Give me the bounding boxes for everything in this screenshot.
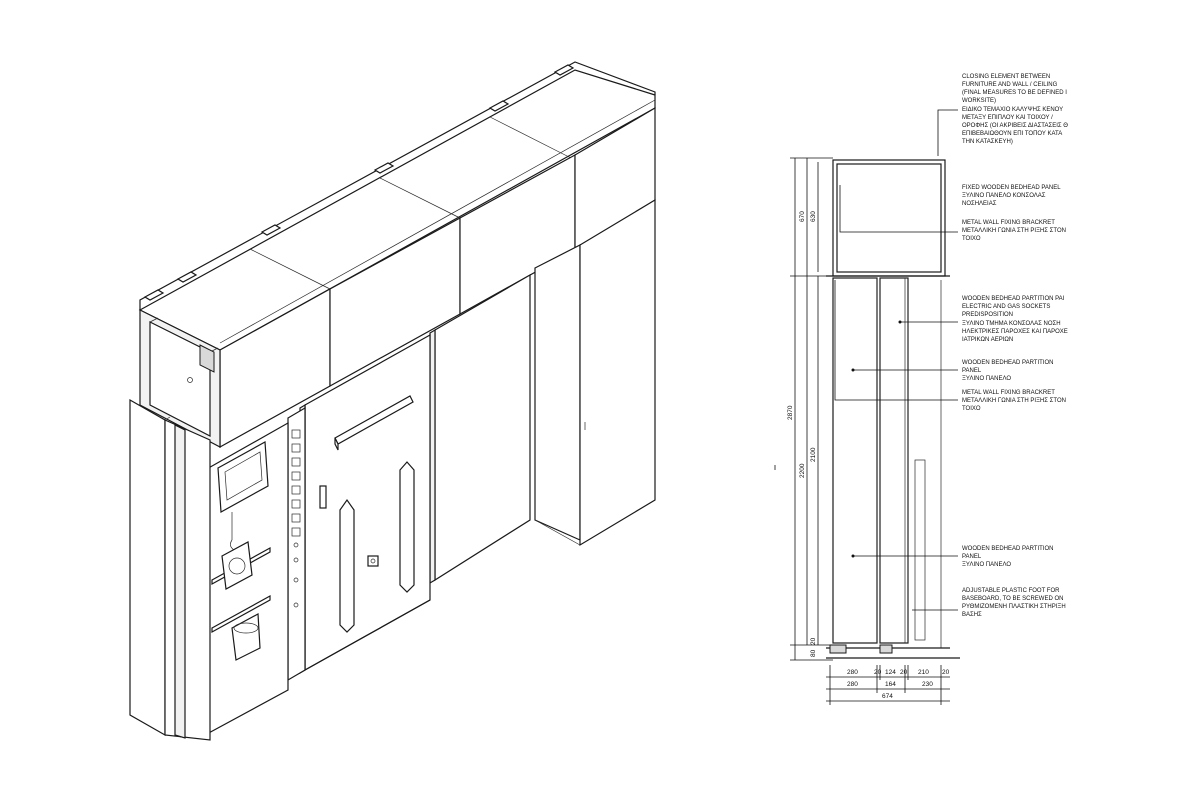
dim-h1-3: 20 (900, 669, 908, 676)
top-brackets (143, 64, 575, 301)
svg-text:PREDISPOSITION: PREDISPOSITION (962, 312, 1013, 318)
dim-base-a: 80 (810, 649, 817, 657)
svg-text:WORKSITE): WORKSITE) (962, 98, 996, 104)
svg-text:PANEL: PANEL (962, 368, 982, 374)
svg-text:FIXED WOODEN BEDHEAD PANEL: FIXED WOODEN BEDHEAD PANEL (962, 185, 1061, 191)
svg-text:WOODEN BEDHEAD PARTITION: WOODEN BEDHEAD PARTITION (962, 546, 1053, 552)
svg-text:ΞΥΛΙΝΟ ΠΑΝΕΛΟ: ΞΥΛΙΝΟ ΠΑΝΕΛΟ (962, 376, 1011, 382)
dim-h1-5: 20 (942, 669, 950, 676)
section-view: 2870 2200 2100 670 630 80 20 280 20 124 … (774, 74, 1068, 705)
svg-text:ΞΥΛΙΝΟ ΠΑΝΕΛΟ: ΞΥΛΙΝΟ ΠΑΝΕΛΟ (962, 562, 1011, 568)
svg-text:ΝΟΣΗΛΕΙΑΣ: ΝΟΣΗΛΕΙΑΣ (962, 201, 997, 207)
annotation-wall-bracket-1: METAL WALL FIXING BRACKRET ΜΕΤΑΛΛΙΚΗ ΓΩΝ… (962, 220, 1066, 242)
svg-text:ΤΟΙΧΟ: ΤΟΙΧΟ (962, 236, 981, 242)
section-panel-left (832, 277, 878, 644)
annotation-wall-bracket-2: METAL WALL FIXING BRACKRET ΜΕΤΑΛΛΙΚΗ ΓΩΝ… (962, 390, 1066, 412)
svg-text:WOODEN BEDHEAD PARTITION: WOODEN BEDHEAD PARTITION (962, 360, 1053, 366)
svg-text:ELECTRIC AND GAS SOCKETS: ELECTRIC AND GAS SOCKETS (962, 304, 1050, 310)
left-column-front (129, 398, 166, 737)
horizontal-dimension-lines (826, 665, 950, 705)
dim-h3-0: 674 (882, 693, 893, 700)
annotation-fixed-bedhead-panel: FIXED WOODEN BEDHEAD PANEL ΞΥΛΙΝΟ ΠΑΝΕΛΟ… (962, 185, 1061, 207)
svg-text:ΗΛΕΚΤΡΙΚΕΣ ΠΑΡΟΧΕΣ ΚΑΙ ΠΑΡΟΧΕ: ΗΛΕΚΤΡΙΚΕΣ ΠΑΡΟΧΕΣ ΚΑΙ ΠΑΡΟΧΕ (962, 329, 1068, 335)
open-end-box-inner (149, 321, 211, 437)
svg-text:METAL WALL FIXING BRACKRET: METAL WALL FIXING BRACKRET (962, 220, 1055, 226)
dim-h2-0: 280 (847, 681, 858, 688)
dim-h1-1: 20 (874, 669, 882, 676)
svg-text:CLOSING ELEMENT BETWEEN: CLOSING ELEMENT BETWEEN (962, 74, 1050, 80)
vertical-dimension-lines (774, 157, 833, 661)
svg-text:ΜΕΤΑΛΛΙΚΗ ΓΩΝΙΑ ΣΤΗ ΡΙΞΗΣ ΣΤΟΝ: ΜΕΤΑΛΛΙΚΗ ΓΩΝΙΑ ΣΤΗ ΡΙΞΗΣ ΣΤΟΝ (962, 228, 1066, 234)
svg-text:(FINAL MEASURES TO BE DEFINED: (FINAL MEASURES TO BE DEFINED I (962, 90, 1067, 96)
dim-upper-inner: 630 (810, 211, 817, 222)
dim-h1-2: 124 (885, 669, 896, 676)
annotation-partition-sockets: WOODEN BEDHEAD PARTITION PAI ELECTRIC AN… (962, 296, 1068, 343)
svg-text:ΞΥΛΙΝΟ ΠΑΝΕΛΟ ΚΟΝΣΟΛΑΣ: ΞΥΛΙΝΟ ΠΑΝΕΛΟ ΚΟΝΣΟΛΑΣ (962, 193, 1046, 199)
annotation-closing-element: CLOSING ELEMENT BETWEEN FURNITURE AND WA… (962, 74, 1068, 145)
section-panel-right (879, 277, 909, 644)
dim-h1-4: 210 (918, 669, 929, 676)
left-column-side (164, 419, 211, 741)
middle-panel-side (429, 328, 436, 585)
dim-h2-2: 230 (922, 681, 933, 688)
socket-column-outlets (291, 429, 301, 608)
dim-h2-1: 164 (885, 681, 896, 688)
svg-text:ΞΥΛΙΝΟ ΤΜΗΜΑ ΚΟΝΣΟΛΑΣ ΝΟΣΗ: ΞΥΛΙΝΟ ΤΜΗΜΑ ΚΟΝΣΟΛΑΣ ΝΟΣΗ (962, 321, 1061, 327)
dim-upper-outer: 670 (799, 211, 806, 222)
svg-text:ΜΕΤΑΞΥ ΕΠΙΠΛΟΥ ΚΑΙ ΤΟΙΧΟΥ /: ΜΕΤΑΞΥ ΕΠΙΠΛΟΥ ΚΑΙ ΤΟΙΧΟΥ / (962, 115, 1053, 121)
annotation-partition-panel-2: WOODEN BEDHEAD PARTITION PANEL ΞΥΛΙΝΟ ΠΑ… (962, 546, 1053, 568)
light-strip-right (399, 461, 415, 593)
dim-total: 2870 (787, 405, 794, 420)
annotation-partition-panel-1: WOODEN BEDHEAD PARTITION PANEL ΞΥΛΙΝΟ ΠΑ… (962, 360, 1053, 382)
middle-panel-front (434, 273, 531, 582)
dim-lower-outer: 2200 (799, 463, 806, 478)
svg-text:ΕΙΔΙΚΟ ΤΕΜΑΧΙΟ ΚΑΛΥΨΗΣ ΚΕΝΟΥ: ΕΙΔΙΚΟ ΤΕΜΑΧΙΟ ΚΑΛΥΨΗΣ ΚΕΝΟΥ (962, 107, 1063, 113)
section-upper-box (832, 159, 946, 277)
svg-text:BASEBOARD, TO BE SCREWED ON: BASEBOARD, TO BE SCREWED ON (962, 596, 1063, 602)
axonometric-view (129, 61, 656, 741)
svg-text:ΙΑΤΡΙΚΩΝ ΑΕΡΙΩΝ: ΙΑΤΡΙΚΩΝ ΑΕΡΙΩΝ (962, 337, 1013, 343)
svg-text:ΟΡΟΦΗΣ (ΟΙ ΑΚΡΙΒΕΙΣ ΔΙΑΣΤΑΣΕΙΣ: ΟΡΟΦΗΣ (ΟΙ ΑΚΡΙΒΕΙΣ ΔΙΑΣΤΑΣΕΙΣ Θ (962, 123, 1068, 129)
svg-text:ΒΑΣΗΣ: ΒΑΣΗΣ (962, 612, 982, 618)
dim-h1-0: 280 (847, 669, 858, 676)
svg-text:METAL WALL FIXING BRACKRET: METAL WALL FIXING BRACKRET (962, 390, 1055, 396)
tall-cabinet-front (579, 198, 656, 547)
svg-text:WOODEN BEDHEAD PARTITION PAI: WOODEN BEDHEAD PARTITION PAI (962, 296, 1065, 302)
light-strip-left (339, 498, 355, 633)
annotation-adjustable-foot: ADJUSTABLE PLASTIC FOOT FOR BASEBOARD, T… (962, 588, 1066, 618)
socket-column (287, 406, 306, 682)
dim-lower-inner: 2100 (810, 447, 817, 462)
svg-text:ΤΟΙΧΟ: ΤΟΙΧΟ (962, 406, 981, 412)
svg-text:ADJUSTABLE PLASTIC FOOT FOR: ADJUSTABLE PLASTIC FOOT FOR (962, 588, 1060, 594)
patient-monitor (217, 441, 269, 513)
dim-base-b: 20 (810, 637, 817, 645)
svg-text:ΕΠΙΒΕΒΑΙΩΘΟΥΝ ΕΠΙ ΤΟΠΟΥ ΚΑΤΑ: ΕΠΙΒΕΒΑΙΩΘΟΥΝ ΕΠΙ ΤΟΠΟΥ ΚΑΤΑ (962, 131, 1062, 137)
svg-text:FURNITURE AND WALL / CEILING: FURNITURE AND WALL / CEILING (962, 82, 1058, 88)
svg-text:ΜΕΤΑΛΛΙΚΗ ΓΩΝΙΑ ΣΤΗ ΡΙΞΗΣ ΣΤΟΝ: ΜΕΤΑΛΛΙΚΗ ΓΩΝΙΑ ΣΤΗ ΡΙΞΗΣ ΣΤΟΝ (962, 398, 1066, 404)
tall-cabinet-side (534, 244, 581, 541)
svg-text:PANEL: PANEL (962, 554, 982, 560)
svg-text:ΡΥΘΜΙΖΟΜΕΝΗ ΠΛΑΣΤΙΚΗ ΣΤΗΡΙΞΗ: ΡΥΘΜΙΖΟΜΕΝΗ ΠΛΑΣΤΙΚΗ ΣΤΗΡΙΞΗ (962, 604, 1066, 610)
svg-text:ΤΗΝ ΚΑΤΑΣΚΕΥΗ): ΤΗΝ ΚΑΤΑΣΚΕΥΗ) (962, 139, 1013, 145)
